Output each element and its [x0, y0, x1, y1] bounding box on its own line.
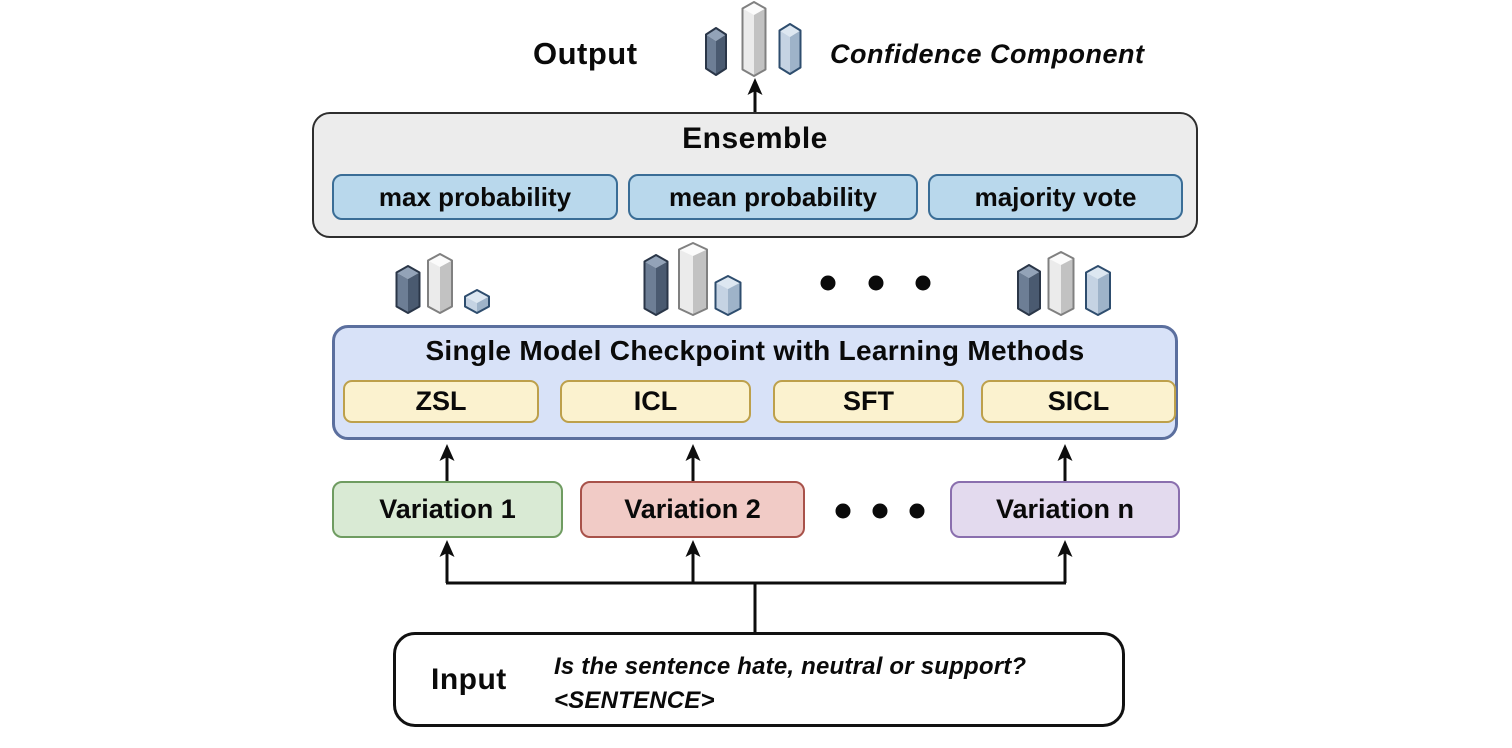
- checkpoint-confidence-bars-icon-3: [1017, 251, 1111, 316]
- learning-method-icl: ICL: [560, 380, 751, 423]
- output-label: Output: [533, 36, 638, 71]
- confidence-component-label: Confidence Component: [830, 39, 1145, 69]
- input-box: Input Is the sentence hate, neutral or s…: [393, 632, 1125, 727]
- learning-method-sicl: SICL: [981, 380, 1176, 423]
- input-label: Input: [431, 662, 507, 696]
- input-prompt-line1: Is the sentence hate, neutral or support…: [554, 653, 1027, 680]
- ellipsis-icon: [820, 275, 931, 291]
- learning-method-sft: SFT: [773, 380, 964, 423]
- ensemble-box: Ensemble max probability mean probabilit…: [312, 112, 1198, 238]
- learning-method-zsl: ZSL: [343, 380, 539, 423]
- output-confidence-bars-icon: [705, 1, 802, 77]
- ensemble-title: Ensemble: [682, 122, 828, 155]
- input-prompt-text: Is the sentence hate, neutral or support…: [554, 650, 1026, 718]
- ensemble-method-majority-vote: majority vote: [928, 174, 1183, 220]
- checkpoint-confidence-bars-icon-1: [395, 253, 490, 314]
- ensemble-method-max-probability: max probability: [332, 174, 618, 220]
- single-model-checkpoint-box: Single Model Checkpoint with Learning Me…: [332, 325, 1178, 440]
- checkpoint-confidence-bars-icon-2: [643, 242, 742, 316]
- variation-1-box: Variation 1: [332, 481, 563, 538]
- variation-2-box: Variation 2: [580, 481, 805, 538]
- input-prompt-line2: <SENTENCE>: [554, 687, 715, 714]
- variation-n-box: Variation n: [950, 481, 1180, 538]
- ensemble-method-mean-probability: mean probability: [628, 174, 918, 220]
- model-box-title: Single Model Checkpoint with Learning Me…: [425, 335, 1085, 366]
- ellipsis-icon: [835, 503, 925, 519]
